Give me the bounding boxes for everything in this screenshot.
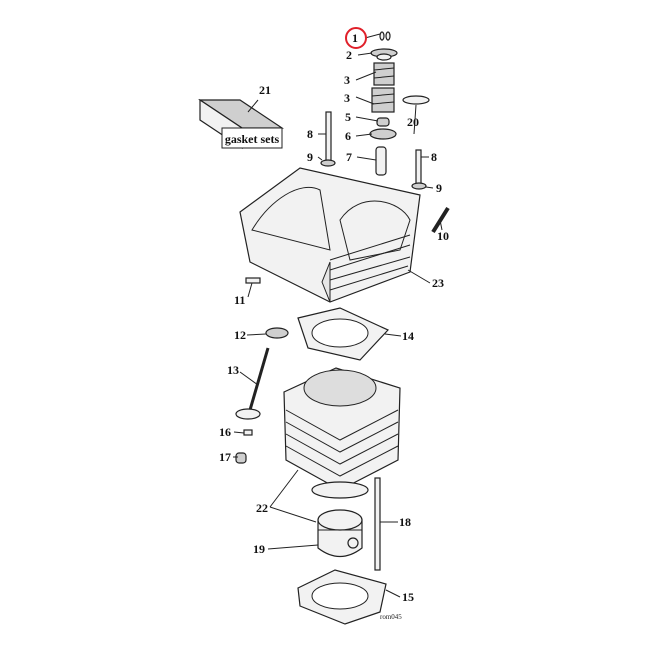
valve-keepers[interactable]: [379, 31, 391, 41]
callout-14[interactable]: 14: [402, 329, 414, 343]
callout-23[interactable]: 23: [432, 276, 444, 290]
lower-spring-seat[interactable]: [369, 128, 397, 140]
callout-3-inner[interactable]: 3: [344, 91, 350, 105]
leader-lines: [233, 33, 443, 598]
exhaust-gasket[interactable]: [265, 327, 289, 339]
head-bolt-right[interactable]: [415, 149, 422, 185]
callout-16[interactable]: 16: [219, 425, 231, 439]
callout-labels: 1 2 3 3 5 6 7 8 8 9 9 10 11 12 13 14 15 …: [219, 31, 449, 621]
spring-washer[interactable]: [402, 95, 430, 105]
small-bolt[interactable]: [245, 277, 261, 284]
callout-8-right[interactable]: 8: [431, 150, 437, 164]
callout-9-left[interactable]: 9: [307, 150, 313, 164]
base-gasket[interactable]: [297, 569, 387, 625]
callout-6[interactable]: 6: [345, 129, 351, 143]
highlighted-callout-ring: [345, 27, 367, 49]
drawing-code: rom045: [380, 613, 402, 621]
callout-18[interactable]: 18: [399, 515, 411, 529]
washer-right[interactable]: [411, 182, 427, 190]
valve-seal[interactable]: [376, 117, 390, 127]
callout-20[interactable]: 20: [407, 115, 419, 129]
callout-17[interactable]: 17: [219, 450, 231, 464]
head-bolt-left[interactable]: [325, 111, 332, 163]
gasket-sets-label: gasket sets: [225, 132, 280, 146]
outer-valve-spring[interactable]: [373, 62, 395, 86]
callout-10[interactable]: 10: [437, 229, 449, 243]
cylinder[interactable]: [283, 367, 401, 499]
callout-8-left[interactable]: 8: [307, 127, 313, 141]
callout-22[interactable]: 22: [256, 501, 268, 515]
o-ring[interactable]: [235, 452, 247, 464]
callout-13[interactable]: 13: [227, 363, 239, 377]
dowel-pin[interactable]: [243, 429, 253, 436]
cylinder-head[interactable]: [239, 167, 421, 303]
washer-left[interactable]: [320, 159, 336, 167]
gasket-sets-box[interactable]: gasket sets: [198, 98, 284, 150]
callout-9-right[interactable]: 9: [436, 181, 442, 195]
callout-3-outer[interactable]: 3: [344, 73, 350, 87]
head-gasket[interactable]: [297, 307, 390, 361]
callout-15[interactable]: 15: [402, 590, 414, 604]
cylinder-stud[interactable]: [374, 477, 381, 571]
callout-5[interactable]: 5: [345, 110, 351, 124]
inner-valve-spring[interactable]: [371, 87, 395, 113]
valve[interactable]: [235, 347, 270, 420]
callout-2[interactable]: 2: [346, 48, 352, 62]
valve-guide[interactable]: [375, 146, 387, 176]
callout-21[interactable]: 21: [259, 83, 271, 97]
callout-12[interactable]: 12: [234, 328, 246, 342]
callout-11[interactable]: 11: [234, 293, 245, 307]
callout-7[interactable]: 7: [346, 150, 352, 164]
callout-1[interactable]: 1: [352, 31, 358, 45]
callout-19[interactable]: 19: [253, 542, 265, 556]
spring-retainer[interactable]: [370, 48, 398, 61]
piston[interactable]: [317, 509, 363, 558]
